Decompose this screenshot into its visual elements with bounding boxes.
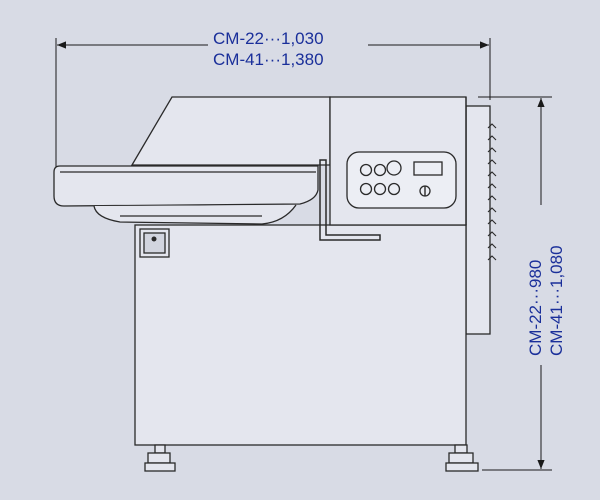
panel-button-3[interactable]	[386, 160, 402, 176]
width-label-cm41: CM-41···1,380	[213, 50, 324, 69]
height-dimension: CM-22···980 CM-41···1,080	[478, 96, 568, 471]
panel-button-1[interactable]	[359, 163, 373, 177]
machine-body	[134, 224, 467, 446]
control-panel-plate	[346, 151, 457, 209]
height-label-backdrop	[520, 205, 568, 365]
panel-display	[413, 161, 443, 176]
panel-button-6[interactable]	[387, 182, 401, 196]
chamber-tray	[53, 165, 319, 207]
vent-housing	[465, 105, 491, 335]
side-port-inner	[143, 232, 166, 254]
panel-button-2[interactable]	[373, 163, 387, 177]
panel-button-4[interactable]	[359, 182, 373, 196]
lid-hinge-bracket	[319, 159, 381, 241]
left-foot	[144, 444, 176, 472]
right-foot	[445, 444, 479, 472]
width-label-cm22: CM-22···1,030	[213, 29, 324, 48]
height-label-cm41: CM-41···1,080	[547, 245, 566, 356]
tray-basin	[93, 204, 297, 225]
side-port-screw	[151, 236, 157, 242]
panel-button-5[interactable]	[373, 182, 387, 196]
chamber-lid	[130, 96, 331, 166]
height-label-cm22: CM-22···980	[526, 260, 545, 356]
width-dimension: CM-22···1,030 CM-41···1,380	[55, 24, 491, 185]
rear-vent-unit	[465, 105, 497, 335]
vent-fins	[487, 123, 497, 261]
width-label-backdrop	[208, 24, 368, 68]
vacuum-packaging-machine	[53, 96, 497, 472]
control-panel	[346, 151, 457, 209]
